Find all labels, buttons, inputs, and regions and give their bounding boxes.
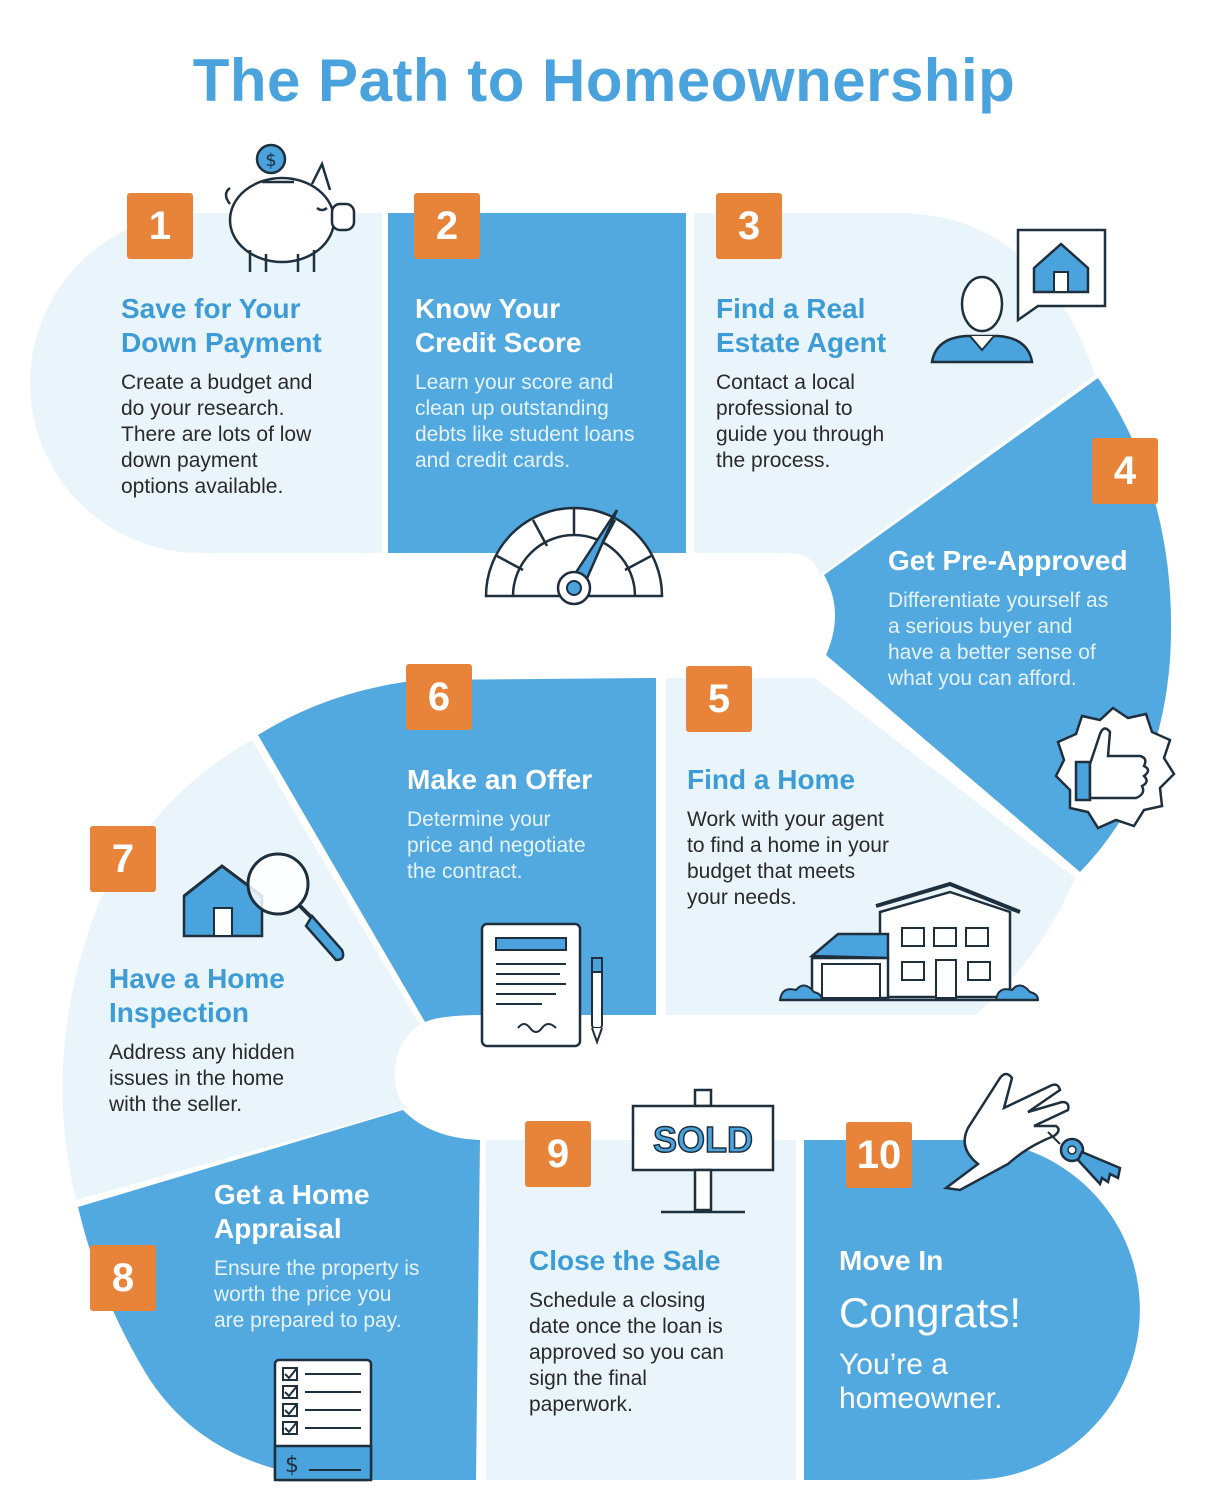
congrats-text: Congrats! — [839, 1289, 1022, 1336]
step-9-title: Close the Sale — [529, 1245, 721, 1276]
panel-step-9 — [486, 1140, 796, 1480]
step-4-title: Get Pre-Approved — [888, 545, 1128, 576]
page-title: The Path to Homeownership — [192, 47, 1016, 114]
agent-icon — [930, 228, 1107, 364]
step-6-title: Make an Offer — [407, 764, 593, 795]
sold-sign-icon: SOLD — [631, 1088, 775, 1214]
thumbs-up-icon — [1054, 706, 1176, 830]
step-10-badge: 10 — [846, 1122, 912, 1188]
panel-step-10 — [804, 1140, 1140, 1480]
panel-step-2 — [388, 213, 686, 553]
step-3-badge: 3 — [716, 193, 782, 259]
step-4-badge: 4 — [1092, 438, 1158, 504]
panel-step-1 — [30, 213, 383, 553]
contract-icon — [480, 922, 603, 1048]
svg-text:$: $ — [265, 150, 276, 171]
credit-gauge-icon — [484, 506, 664, 606]
step-5-title: Find a Home — [687, 764, 856, 795]
magnifier-house-icon — [182, 852, 345, 962]
step-2-badge: 2 — [414, 193, 480, 259]
step-6-badge: 6 — [406, 664, 472, 730]
step-4: Get Pre-Approved Differentiate yourself … — [888, 544, 1158, 692]
step-9-badge: 9 — [525, 1121, 591, 1187]
checklist-dollar: $ — [285, 1453, 299, 1478]
piggy-bank-icon: $ — [224, 143, 356, 272]
step-10-title: Move In — [839, 1245, 944, 1276]
house-icon — [778, 881, 1040, 1002]
sold-sign-text: SOLD — [653, 1119, 753, 1160]
step-8-badge: 8 — [90, 1245, 156, 1311]
hand-key-icon — [942, 1072, 1122, 1192]
checklist-icon: $ — [273, 1358, 373, 1482]
step-5-badge: 5 — [686, 666, 752, 732]
panel-step-8 — [78, 1110, 480, 1480]
step-1-badge: 1 — [127, 193, 193, 259]
step-7-badge: 7 — [90, 826, 156, 892]
